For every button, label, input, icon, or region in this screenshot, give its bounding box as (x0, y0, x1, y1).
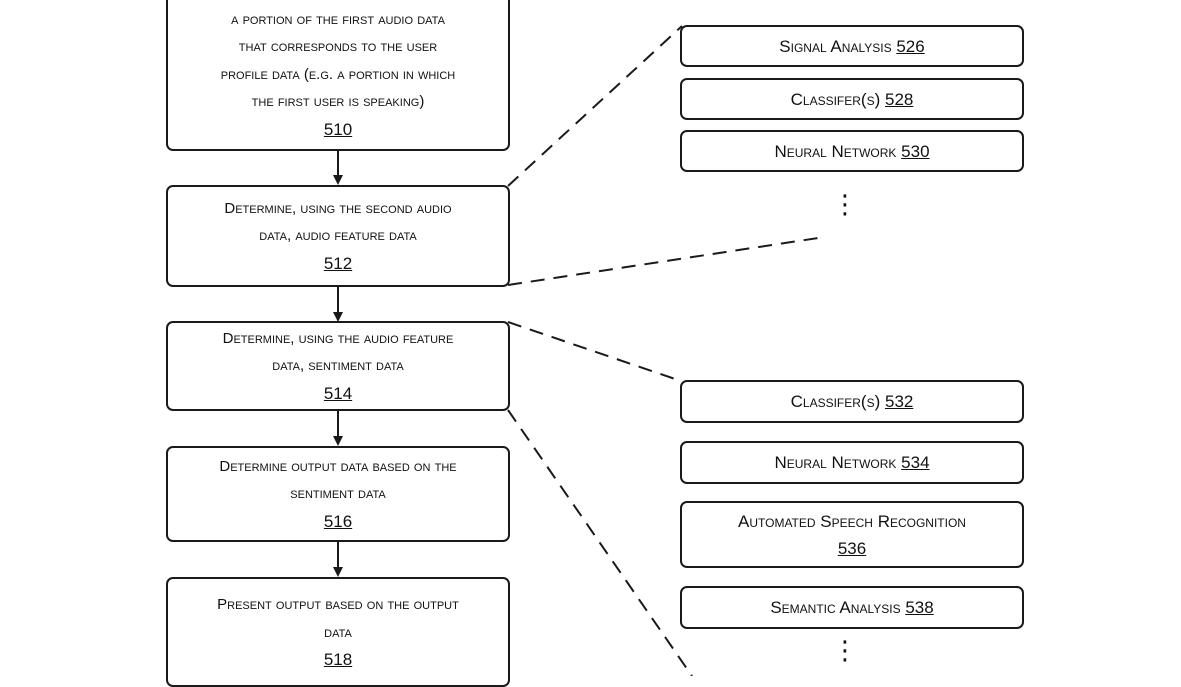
step-510-line-1: a portion of the first audio data (231, 10, 445, 28)
step-510-ref: 510 (323, 119, 353, 139)
module-neural-network-534: Neural Network 534 (680, 441, 1024, 484)
step-510-line-4: the first user is speaking) (251, 93, 425, 111)
module-532-label: Classifer(s) (790, 392, 881, 411)
step-518-ref: 518 (323, 650, 353, 669)
step-512-box: Determine, using the second audio data, … (166, 185, 510, 287)
callout-line-512-top (507, 25, 683, 187)
module-526-ref: 526 (896, 36, 925, 56)
step-518-box: Present output based on the output data … (166, 577, 510, 687)
step-516-ref: 516 (323, 511, 353, 531)
module-530-label: Neural Network (774, 141, 897, 161)
step-518-line-2: data (324, 623, 352, 641)
module-528-label: Classifer(s) (790, 89, 881, 109)
callout-line-512-bottom (507, 237, 819, 286)
module-asr-536: Automated Speech Recognition 536 (680, 501, 1024, 568)
module-528-ref: 528 (884, 89, 914, 109)
module-538-ref: 538 (905, 598, 934, 617)
ellipsis-sentiment-modules: ⋮ (832, 635, 858, 665)
step-512-line-2: data, audio feature data (259, 227, 417, 245)
step-514-line-2: data, sentiment data (272, 357, 404, 375)
ellipsis-feature-modules: ⋮ (832, 189, 858, 219)
step-516-line-1: Determine output data based on the (219, 457, 457, 475)
module-classifiers-532: Classifer(s) 532 (680, 380, 1024, 423)
module-signal-analysis-526: Signal Analysis 526 (680, 25, 1024, 67)
step-514-box: Determine, using the audio feature data,… (166, 321, 510, 411)
step-510-line-2: that corresponds to the user (238, 38, 438, 56)
step-512-ref: 512 (323, 253, 353, 273)
callout-line-514-bottom (507, 409, 693, 676)
step-514-ref: 514 (323, 383, 353, 403)
step-514-line-1: Determine, using the audio feature (222, 329, 454, 347)
step-518-line-1: Present output based on the output (217, 596, 459, 613)
module-neural-network-530: Neural Network 530 (680, 130, 1024, 172)
module-536-label: Automated Speech Recognition (738, 511, 966, 531)
module-semantic-analysis-538: Semantic Analysis 538 (680, 586, 1024, 629)
module-530-ref: 530 (901, 141, 930, 161)
module-534-label: Neural Network (774, 453, 897, 472)
module-classifiers-528: Classifer(s) 528 (680, 78, 1024, 120)
module-534-ref: 534 (901, 453, 930, 472)
step-516-box: Determine output data based on the senti… (166, 446, 510, 542)
step-510-line-3: profile data (e.g. a portion in which (220, 65, 456, 83)
module-538-label: Semantic Analysis (770, 598, 901, 617)
step-516-line-2: sentiment data (290, 485, 386, 503)
module-532-ref: 532 (884, 392, 914, 411)
callout-line-514-top (507, 321, 679, 381)
step-512-line-1: Determine, using the second audio (224, 199, 452, 217)
module-536-ref: 536 (837, 538, 867, 558)
module-526-label: Signal Analysis (779, 36, 892, 56)
step-510-box: a portion of the first audio data that c… (166, 0, 510, 151)
